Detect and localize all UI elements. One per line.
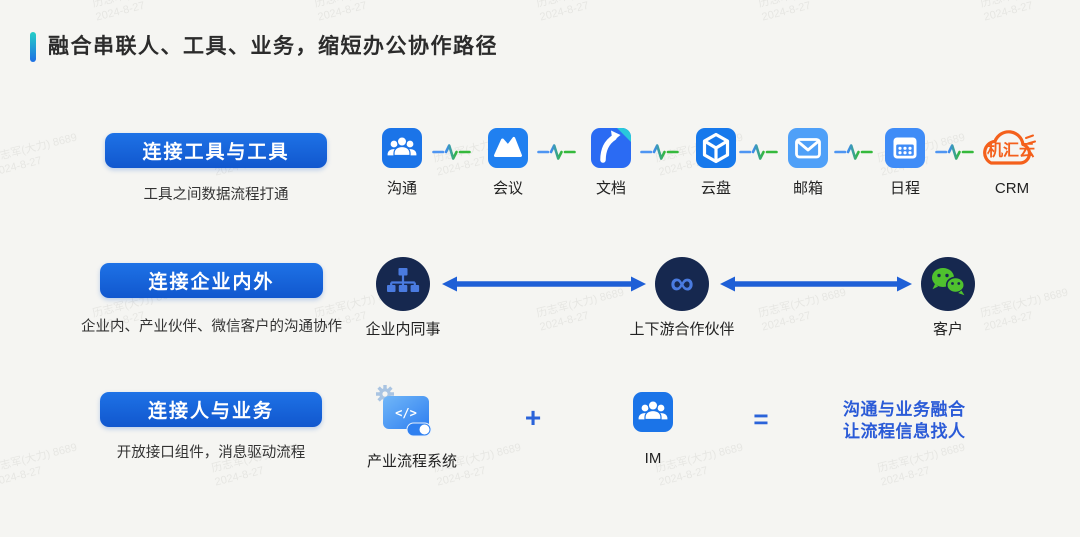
pulse-connector-icon xyxy=(935,143,981,166)
im-label: IM xyxy=(644,450,662,467)
section-label-connect-tools: 连接工具与工具 xyxy=(105,133,327,168)
title-accent-bar xyxy=(30,32,36,62)
people-icon xyxy=(633,392,673,432)
double-arrow-icon xyxy=(441,273,647,300)
docs-arrow-icon xyxy=(591,128,631,168)
plus-sign: + xyxy=(524,402,542,433)
tool-item-meeting: 会议 xyxy=(468,128,548,198)
tool-label: 邮箱 xyxy=(792,180,823,197)
pulse-connector-icon xyxy=(640,143,686,166)
im-item xyxy=(633,392,673,432)
infinity-link-icon: ∞ xyxy=(670,263,694,301)
section-subtitle-connect-business: 开放接口组件，消息驱动流程 xyxy=(116,445,306,461)
pulse-connector-icon xyxy=(739,143,785,166)
tool-label: CRM xyxy=(994,180,1030,197)
tool-item-calendar: 日程 xyxy=(865,128,945,198)
node-customers xyxy=(921,257,975,311)
people-icon xyxy=(382,128,422,168)
system-label: 产业流程系统 xyxy=(366,453,457,470)
node-label: 企业内同事 xyxy=(365,321,441,338)
result-line: 沟通与业务融合 xyxy=(843,400,966,419)
equals-sign: = xyxy=(753,404,769,434)
node-internal-colleagues xyxy=(376,257,430,311)
result-line: 让流程信息找人 xyxy=(843,422,966,441)
tool-item-mail: 邮箱 xyxy=(768,128,848,198)
gear-icon xyxy=(376,385,394,403)
section-subtitle-connect-tools: 工具之间数据流程打通 xyxy=(143,187,289,203)
section-label-connect-enterprise: 连接企业内外 xyxy=(100,263,323,298)
process-system-icon: </> xyxy=(370,383,440,446)
node-label: 客户 xyxy=(932,321,963,338)
node-label: 上下游合作伙伴 xyxy=(629,321,735,338)
meeting-mountain-icon xyxy=(488,128,528,168)
page-title: 融合串联人、工具、业务，缩短办公协作路径 xyxy=(48,35,498,58)
pulse-connector-icon xyxy=(834,143,880,166)
tool-item-docs: 文档 xyxy=(571,128,651,198)
org-chart-icon xyxy=(376,255,430,314)
tool-label: 文档 xyxy=(595,180,626,197)
tool-label: 沟通 xyxy=(386,180,417,197)
svg-text:机汇云: 机汇云 xyxy=(987,141,1035,160)
crm-cloud-logo: 机汇云 xyxy=(966,122,1058,179)
wechat-icon xyxy=(921,255,975,314)
pulse-connector-icon xyxy=(537,143,583,166)
section-subtitle-connect-enterprise: 企业内、产业伙伴、微信客户的沟通协作 xyxy=(81,319,342,335)
tool-item-crm: 机汇云 CRM xyxy=(962,122,1062,197)
code-icon: </> xyxy=(395,406,417,420)
cloud-disk-cube-icon xyxy=(696,128,736,168)
tool-item-communication: 沟通 xyxy=(362,128,442,198)
tool-label: 日程 xyxy=(889,180,920,197)
tool-item-cloud-disk: 云盘 xyxy=(676,128,756,198)
section-label-connect-business: 连接人与业务 xyxy=(100,392,322,427)
pulse-connector-icon xyxy=(432,143,478,166)
calendar-icon xyxy=(885,128,925,168)
node-partners: ∞ xyxy=(655,257,709,311)
double-arrow-icon xyxy=(719,273,913,300)
toggle-icon xyxy=(406,422,432,437)
result-text: 沟通与业务融合 让流程信息找人 xyxy=(843,399,966,443)
tool-label: 云盘 xyxy=(700,180,731,197)
mail-envelope-icon xyxy=(788,128,828,168)
tool-label: 会议 xyxy=(492,180,523,197)
